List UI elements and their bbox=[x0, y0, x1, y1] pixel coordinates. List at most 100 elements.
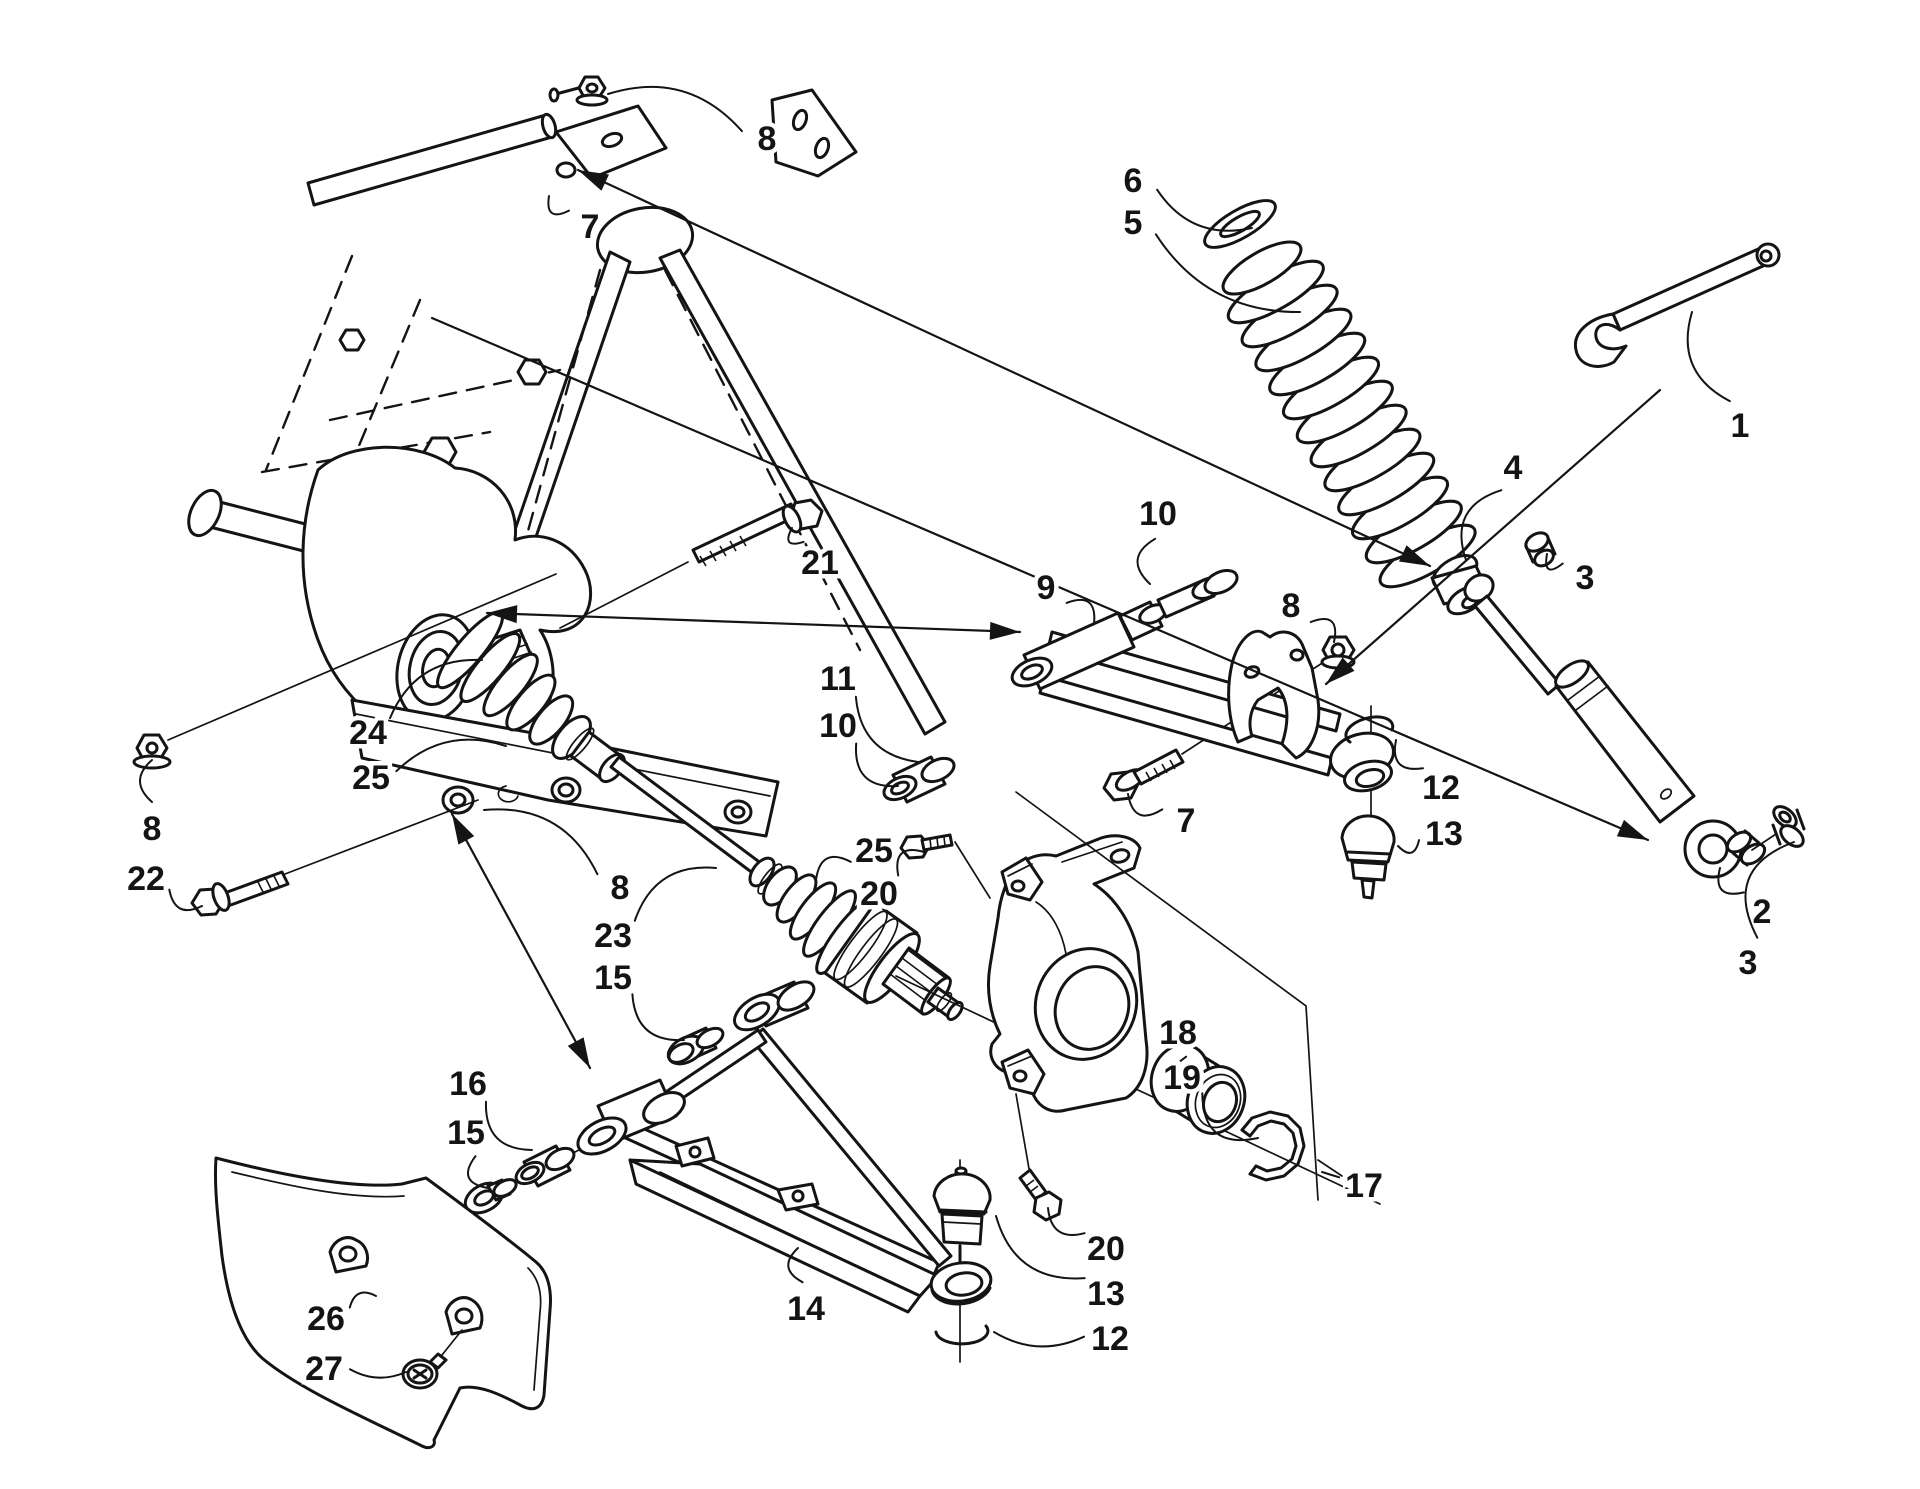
callout-leader-20a bbox=[896, 849, 925, 877]
callout-leader-25a bbox=[395, 738, 507, 773]
shock-rod bbox=[1473, 594, 1562, 696]
callout-15b: 15 bbox=[447, 1114, 485, 1152]
callout-leader-12b bbox=[993, 1331, 1085, 1348]
callout-leader-7a bbox=[547, 195, 570, 216]
callout-leader-4 bbox=[1460, 489, 1503, 561]
callout-8b: 8 bbox=[143, 810, 162, 848]
skid-plate bbox=[213, 1156, 552, 1450]
callout-13b: 13 bbox=[1087, 1275, 1125, 1313]
coil-spring bbox=[1221, 240, 1303, 296]
callout-leader-2 bbox=[1717, 867, 1745, 895]
callout-leader-6 bbox=[1156, 188, 1253, 232]
cv-axle-assembly bbox=[436, 610, 991, 1022]
callout-leader-26 bbox=[348, 1291, 377, 1309]
callout-18: 18 bbox=[1159, 1014, 1197, 1052]
assembly-arrow-4 bbox=[1324, 388, 1662, 686]
callout-leader-25b bbox=[815, 856, 852, 881]
snap-ring-lower bbox=[934, 1324, 990, 1346]
lower-a-arm-assembly bbox=[463, 980, 993, 1314]
upper-ball-joint bbox=[1340, 814, 1396, 864]
shock-mount-bracket bbox=[1227, 629, 1321, 760]
callout-leader-27 bbox=[349, 1368, 407, 1379]
long-bolt bbox=[691, 502, 799, 564]
callout-21: 21 bbox=[801, 544, 839, 582]
assembly-arrow-4-head-end bbox=[1326, 657, 1355, 684]
callout-12b: 12 bbox=[1091, 1320, 1129, 1358]
steering-knuckle-assembly bbox=[895, 791, 1381, 1205]
assembly-arrow-1 bbox=[576, 168, 1432, 568]
callout-6: 6 bbox=[1124, 162, 1143, 200]
assembly-arrow-5 bbox=[450, 812, 592, 1070]
callout-leader-19 bbox=[1201, 1092, 1259, 1142]
vehicle-frame bbox=[187, 75, 947, 736]
callout-leader-8d bbox=[1309, 618, 1337, 643]
callout-27: 27 bbox=[305, 1350, 343, 1388]
callout-25b: 25 bbox=[855, 832, 893, 870]
callout-17: 17 bbox=[1345, 1167, 1383, 1205]
shock-body bbox=[1554, 660, 1696, 824]
callout-26: 26 bbox=[307, 1300, 345, 1338]
callout-10a: 10 bbox=[1139, 495, 1177, 533]
callout-leader-22 bbox=[168, 888, 203, 911]
callout-leader-23 bbox=[633, 866, 717, 922]
callout-leader-11 bbox=[854, 695, 919, 763]
callout-15a: 15 bbox=[594, 959, 632, 997]
callout-10b: 10 bbox=[819, 707, 857, 745]
callout-3b: 3 bbox=[1739, 944, 1758, 982]
callout-leader-24 bbox=[389, 658, 483, 720]
callout-20b: 20 bbox=[1087, 1230, 1125, 1268]
callouts: 1233456778888910101112121313141515161718… bbox=[123, 85, 1795, 1393]
callout-3a: 3 bbox=[1576, 559, 1595, 597]
callout-leader-3a bbox=[1545, 553, 1564, 571]
callout-leader-13b bbox=[995, 1215, 1086, 1280]
assembly-arrow-1-head-end bbox=[1399, 545, 1430, 566]
callout-leader-3b bbox=[1744, 841, 1795, 939]
frame-top-tube bbox=[306, 113, 554, 207]
callout-leader-15b bbox=[466, 1155, 489, 1189]
callout-9: 9 bbox=[1037, 569, 1056, 607]
assembly-arrow-3-head-start bbox=[487, 605, 518, 624]
callout-7a: 7 bbox=[581, 208, 600, 246]
callout-leader-12a bbox=[1393, 739, 1424, 770]
bearing-snap-ring bbox=[1240, 1110, 1306, 1182]
mount-bolt bbox=[220, 870, 290, 908]
assembly-arrow-5-head-end bbox=[567, 1037, 590, 1068]
callout-4: 4 bbox=[1504, 449, 1523, 487]
assembly-arrow-5-head-start bbox=[452, 814, 475, 845]
callout-leader-15a bbox=[631, 993, 685, 1042]
callout-leader-9 bbox=[1065, 598, 1096, 625]
callout-leader-8c bbox=[483, 808, 599, 876]
callout-8c: 8 bbox=[611, 869, 630, 907]
shock-spring-assembly bbox=[1203, 199, 1806, 879]
frame-leg-right bbox=[658, 248, 947, 736]
callout-7b: 7 bbox=[1177, 802, 1196, 840]
left-fasteners bbox=[132, 498, 824, 917]
callout-16: 16 bbox=[449, 1065, 487, 1103]
frame-ear-plate bbox=[770, 88, 858, 178]
callout-13a: 13 bbox=[1425, 815, 1463, 853]
assembly-arrow-3-head-end bbox=[989, 621, 1020, 640]
assembly-arrows bbox=[430, 168, 1662, 1070]
callout-5: 5 bbox=[1124, 204, 1143, 242]
callout-leader-8a bbox=[607, 85, 743, 133]
callout-11: 11 bbox=[820, 660, 856, 698]
callout-23: 23 bbox=[594, 917, 632, 955]
callout-leader-10a bbox=[1136, 537, 1157, 585]
callout-leader-16 bbox=[484, 1100, 533, 1151]
callout-8a: 8 bbox=[758, 120, 777, 158]
lower-ball-joint bbox=[932, 1172, 992, 1216]
callout-25a: 25 bbox=[352, 759, 390, 797]
callout-2: 2 bbox=[1753, 893, 1772, 931]
callout-leader-5 bbox=[1154, 233, 1301, 314]
lower-ball-joint-assembly bbox=[932, 1093, 1063, 1363]
callout-leader-14 bbox=[787, 1247, 804, 1284]
callout-22: 22 bbox=[127, 860, 165, 898]
callout-leader-10b bbox=[855, 742, 899, 788]
assembly-arrow-2-head-end bbox=[1616, 819, 1648, 840]
assembly-arrow-3 bbox=[485, 611, 1022, 634]
callout-leader-18 bbox=[1170, 1055, 1195, 1082]
callout-leader-8b bbox=[139, 759, 153, 803]
callout-19: 19 bbox=[1163, 1059, 1201, 1097]
